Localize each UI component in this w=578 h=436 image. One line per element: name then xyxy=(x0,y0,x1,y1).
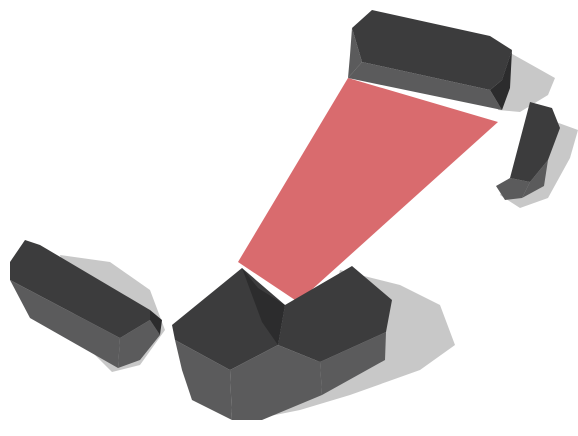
red-highlight-trapezoid xyxy=(238,78,498,302)
